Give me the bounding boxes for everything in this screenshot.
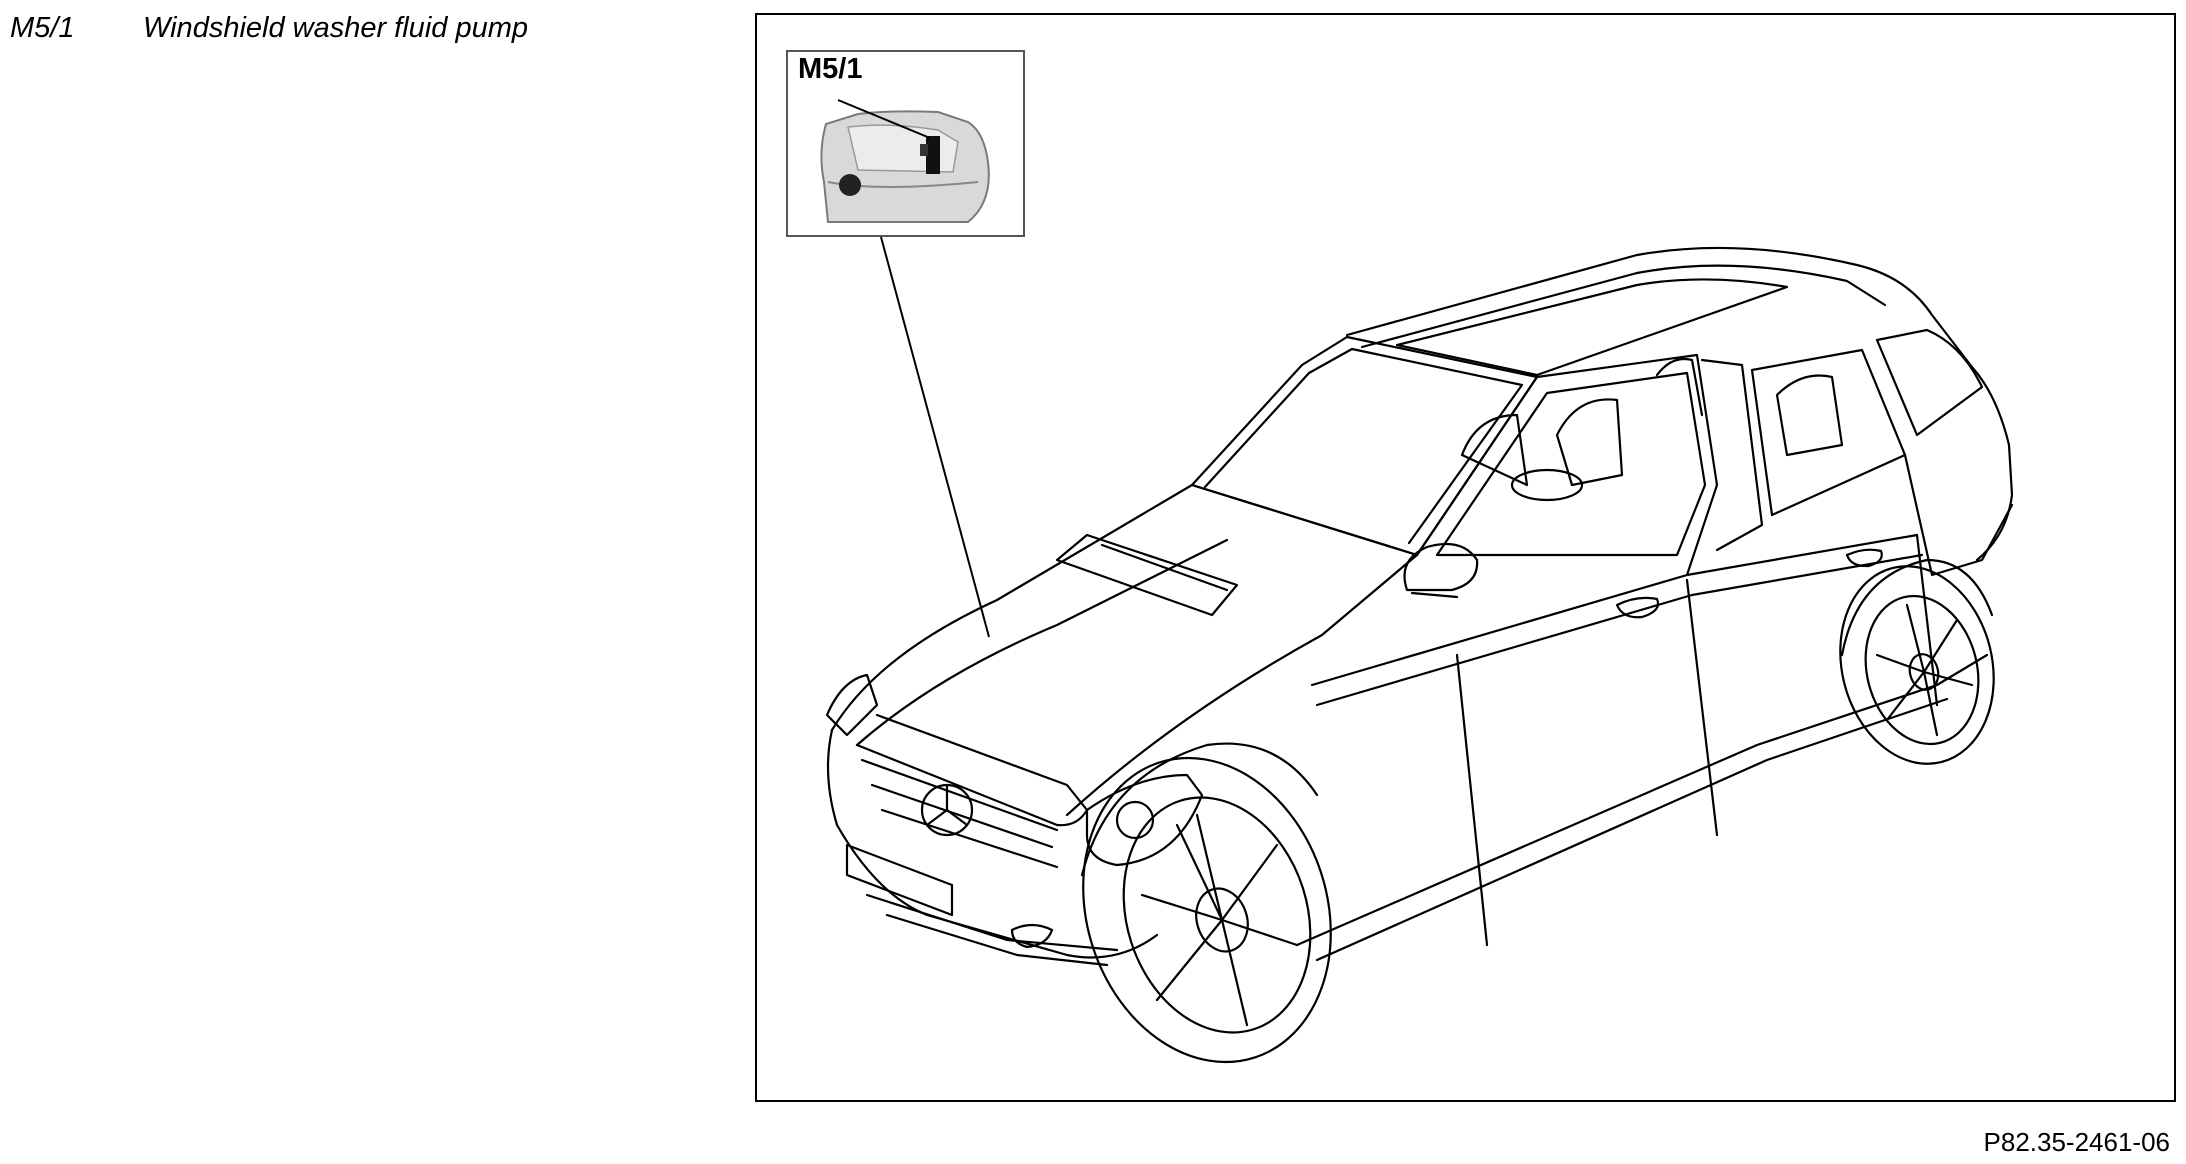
legend-component-description: Windshield washer fluid pump [143,12,528,44]
legend-component-code: M5/1 [10,12,75,44]
callout-leader-line [880,236,990,638]
car-body-outline [825,246,2014,1064]
vehicle-line-drawing [825,236,2014,1064]
washer-pump-thumbnail [820,99,990,223]
figure-reference-number: P82.35-2461-06 [1983,1127,2170,1157]
callout-component-label: M5/1 [798,53,863,85]
vehicle-illustration-frame: M5/1 [755,13,2176,1102]
component-callout-box: M5/1 [786,50,1025,237]
